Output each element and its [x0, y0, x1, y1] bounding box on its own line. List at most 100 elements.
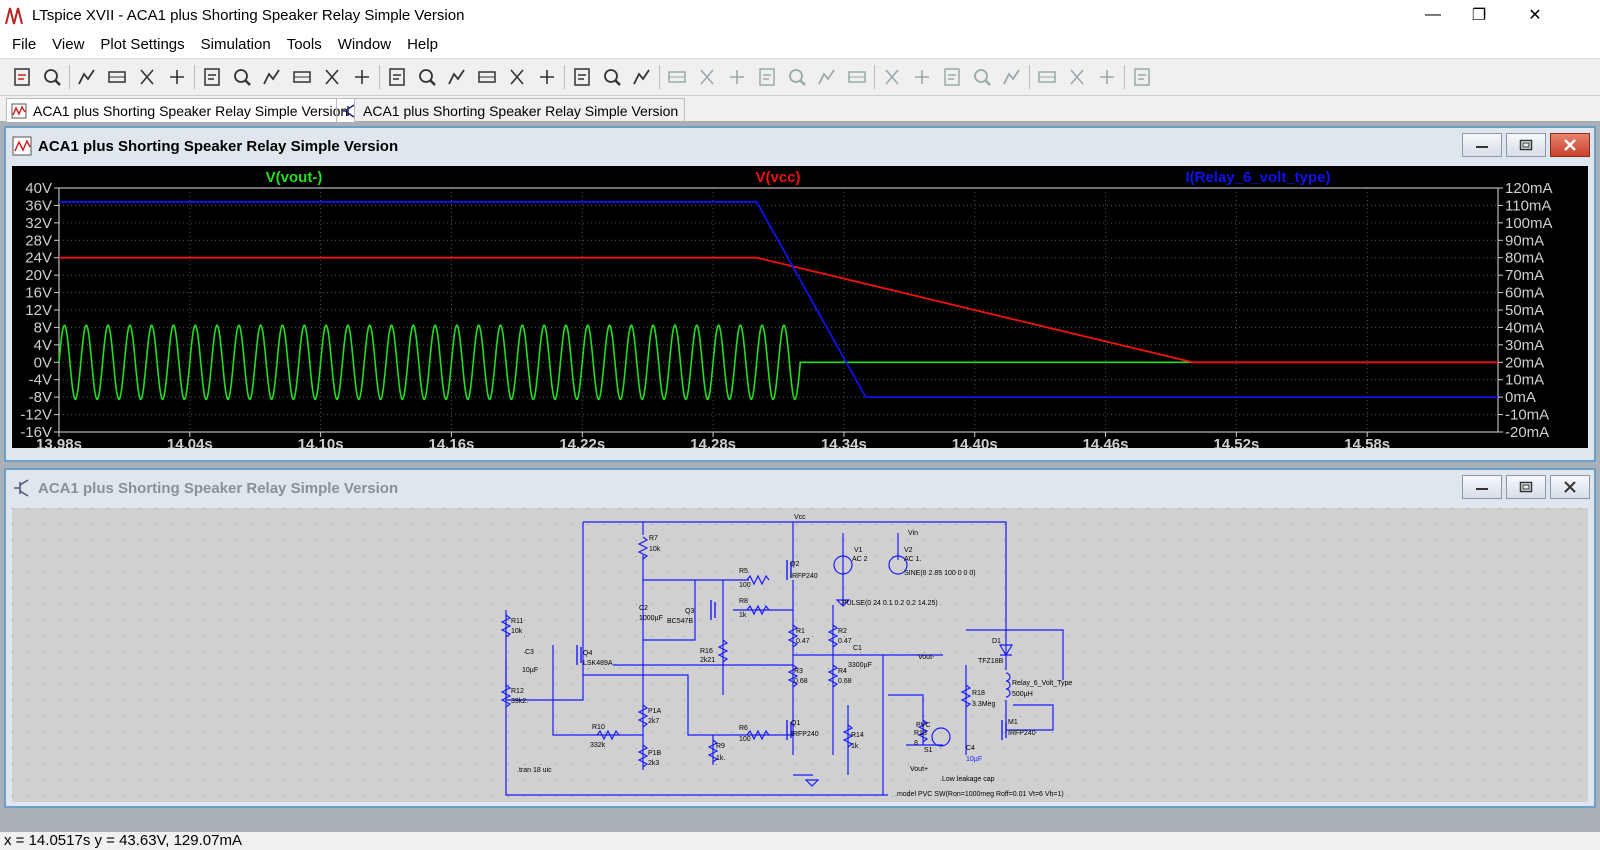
- copy-button[interactable]: [503, 63, 531, 91]
- schematic-window-titlebar[interactable]: ACA1 plus Shorting Speaker Relay Simple …: [6, 470, 1594, 506]
- undo-button[interactable]: [968, 63, 996, 91]
- inductor-button[interactable]: [813, 63, 841, 91]
- schematic-label: R4: [838, 668, 847, 675]
- tab-waveform[interactable]: ACA1 plus Shorting Speaker Relay Simple …: [6, 98, 356, 122]
- menu-window[interactable]: Window: [337, 35, 392, 53]
- schematic-wire: [966, 629, 1064, 680]
- drag-button[interactable]: [938, 63, 966, 91]
- toolbar-separator: [1124, 65, 1125, 89]
- zoom-out-button[interactable]: [258, 63, 286, 91]
- autorange-button[interactable]: [318, 63, 346, 91]
- tile-vertical-button[interactable]: [443, 63, 471, 91]
- transistor-symbol: [710, 600, 716, 620]
- manual-range-button[interactable]: [348, 63, 376, 91]
- close-button[interactable]: ✕: [1528, 7, 1542, 24]
- maximize-button[interactable]: ❐: [1471, 7, 1487, 24]
- plot-restore-button[interactable]: [1506, 133, 1546, 157]
- new-schematic-button[interactable]: [8, 63, 36, 91]
- tab-schematic[interactable]: ACA1 plus Shorting Speaker Relay Simple …: [336, 98, 686, 122]
- print-setup-button[interactable]: [628, 63, 656, 91]
- menu-view[interactable]: View: [52, 35, 85, 53]
- open-button[interactable]: [38, 63, 66, 91]
- resistor-symbol: [746, 574, 770, 586]
- schematic-label: Q1: [791, 720, 800, 727]
- tile-horizontal-button[interactable]: [383, 63, 411, 91]
- series-line-vcc: [59, 256, 1498, 364]
- run-button[interactable]: [133, 63, 161, 91]
- waveform-chart: 40V36V32V28V24V20V16V12V8V4V0V-4V-8V-12V…: [20, 169, 1553, 453]
- print-button[interactable]: [598, 63, 626, 91]
- y-right-tick-label: 50mA: [1505, 302, 1544, 319]
- mirror-button[interactable]: [1063, 63, 1091, 91]
- plot-window-titlebar[interactable]: ACA1 plus Shorting Speaker Relay Simple …: [6, 128, 1594, 164]
- voltage-source-symbol: [833, 555, 853, 575]
- series-legend-label: I(Relay_6_volt_type): [1185, 169, 1330, 186]
- cut-button[interactable]: [473, 63, 501, 91]
- cascade-button[interactable]: [413, 63, 441, 91]
- resistor-symbol: [637, 536, 649, 560]
- zoom-cancel-button[interactable]: [288, 63, 316, 91]
- transistor-symbol: [576, 645, 582, 665]
- spice-directive-button[interactable]: [1128, 63, 1156, 91]
- y-right-tick-label: 70mA: [1505, 267, 1544, 284]
- mirror-icon: [1070, 69, 1084, 85]
- y-right-tick-label: 30mA: [1505, 337, 1544, 354]
- zoom-area-button[interactable]: [228, 63, 256, 91]
- schematic-label: R3: [794, 668, 803, 675]
- y-left-tick-label: -12V: [20, 407, 52, 424]
- menu-help[interactable]: Help: [407, 35, 438, 53]
- label-button[interactable]: [723, 63, 751, 91]
- paste-button[interactable]: [533, 63, 561, 91]
- text-icon: [1100, 70, 1114, 84]
- component-button[interactable]: [878, 63, 906, 91]
- schematic-window: ACA1 plus Shorting Speaker Relay Simple …: [4, 468, 1596, 808]
- plot-window: ACA1 plus Shorting Speaker Relay Simple …: [4, 126, 1596, 462]
- toolbar-separator: [659, 65, 660, 89]
- schematic-label: IRFP240: [1008, 730, 1036, 737]
- zoom-in-button[interactable]: [198, 63, 226, 91]
- rotate-button[interactable]: [1033, 63, 1061, 91]
- halt-button[interactable]: [163, 63, 191, 91]
- schematic-minimize-button[interactable]: [1462, 475, 1502, 499]
- plot-close-button[interactable]: [1550, 133, 1590, 157]
- control-panel-button[interactable]: [103, 63, 131, 91]
- move-button[interactable]: [908, 63, 936, 91]
- redo-button[interactable]: [998, 63, 1026, 91]
- copy-icon: [510, 69, 524, 85]
- schematic-icon: [14, 479, 29, 497]
- wire-button[interactable]: [663, 63, 691, 91]
- diode-button[interactable]: [843, 63, 871, 91]
- menu-simulation[interactable]: Simulation: [200, 35, 271, 53]
- resistor-button[interactable]: [753, 63, 781, 91]
- schematic-label: R8: [739, 598, 748, 605]
- capacitor-button[interactable]: [783, 63, 811, 91]
- schematic-close-button[interactable]: [1550, 475, 1590, 499]
- find-button[interactable]: [568, 63, 596, 91]
- text-button[interactable]: [1093, 63, 1121, 91]
- schematic-label: PULSE(0 24 0.1 0.2 0.2 14.25): [842, 600, 938, 607]
- save-button[interactable]: [73, 63, 101, 91]
- schematic-restore-button[interactable]: [1506, 475, 1546, 499]
- zoom-out-icon: [263, 69, 280, 85]
- schematic-label: 10k: [511, 628, 523, 635]
- y-right-tick-label: 100mA: [1505, 215, 1553, 232]
- menu-file[interactable]: File: [12, 35, 37, 53]
- minimize-button[interactable]: —: [1425, 6, 1441, 23]
- undo-icon: [974, 69, 991, 86]
- ground-button[interactable]: [693, 63, 721, 91]
- resistor-symbol: [500, 614, 512, 638]
- schematic-label: 0.68: [794, 678, 808, 685]
- resistor-symbol: [637, 704, 649, 728]
- schematic-label: 1k: [851, 743, 859, 750]
- menu-plot-settings[interactable]: Plot Settings: [100, 35, 185, 53]
- schematic-label: .tran 18 uic: [517, 767, 552, 774]
- series-line-relay-current: [59, 201, 1498, 399]
- menu-tools[interactable]: Tools: [286, 35, 322, 53]
- diode-icon: [848, 71, 866, 83]
- x-tick-label: 14.10s: [298, 436, 344, 448]
- plot-minimize-button[interactable]: [1462, 133, 1502, 157]
